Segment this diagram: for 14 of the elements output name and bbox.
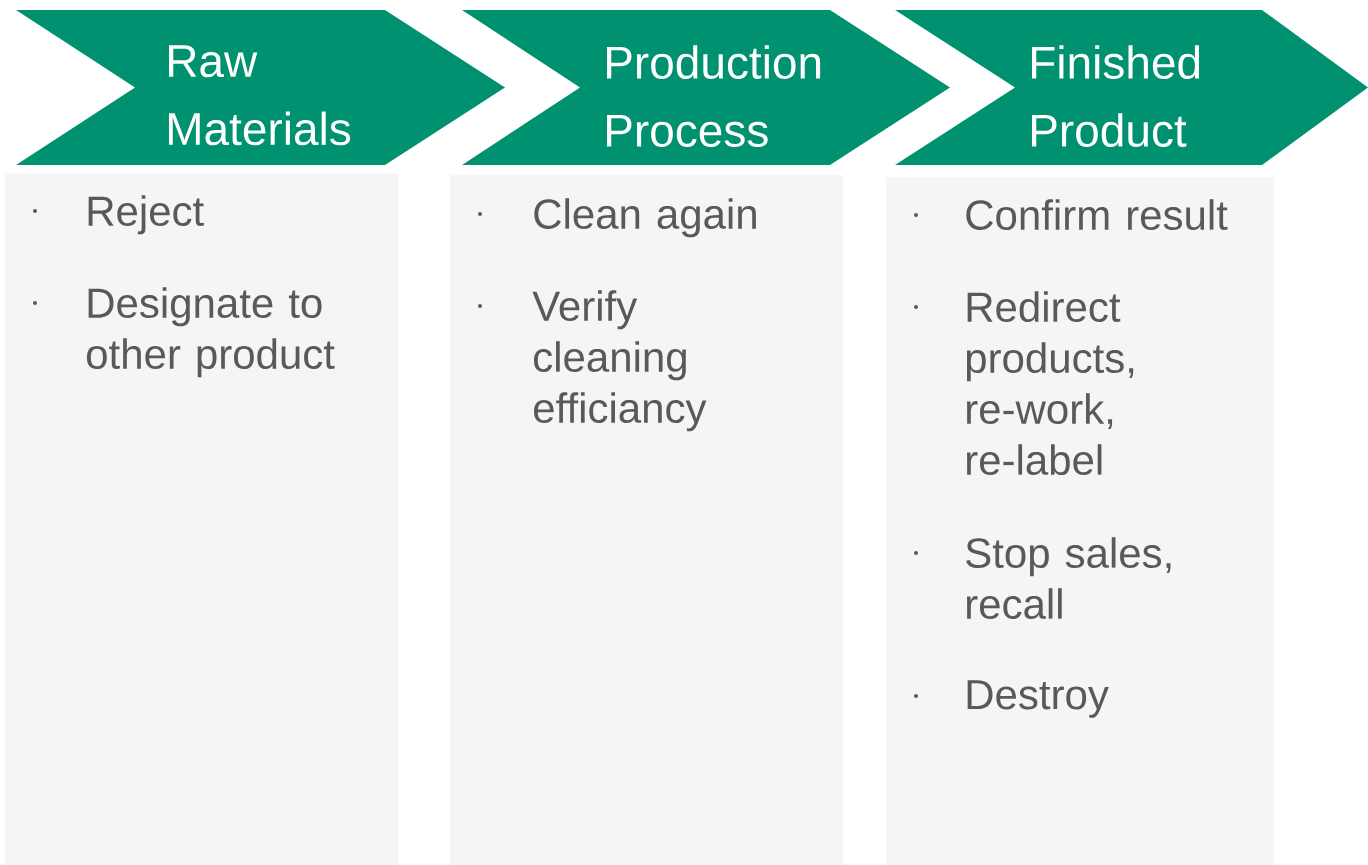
text-panel [5,173,399,865]
bullet-item: Confirm result [914,199,1228,231]
chevron-header: Production Process [462,10,950,165]
bullet-item: Designate to other product [33,287,335,378]
chevron-header: Raw Materials [16,10,505,165]
text-panel [450,175,844,865]
text-panel [886,177,1275,865]
bullet-item: Redirect products, re-work, re-label [914,291,1134,476]
bullet-item: Verify cleaning efficiancy [478,290,707,432]
bullet-item: Reject [33,195,204,235]
chevron-header: Finished Product [895,10,1368,165]
bullet-item: Destroy [914,680,1109,718]
bullet-item: Clean again [478,198,756,238]
bullet-item: Stop sales, recall [914,537,1171,620]
